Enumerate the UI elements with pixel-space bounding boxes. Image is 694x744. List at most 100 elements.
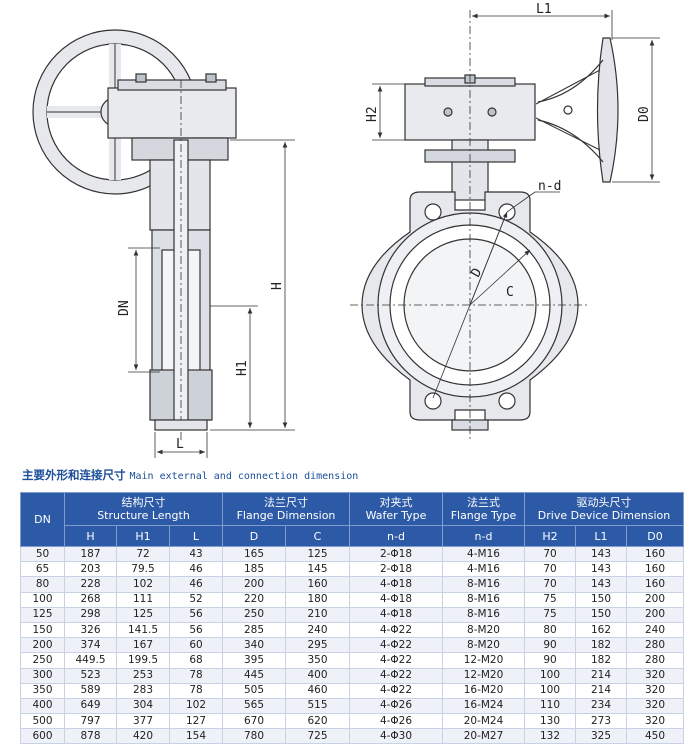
table-cell: 8-M16	[442, 606, 525, 623]
label-l: L	[176, 437, 184, 452]
table-cell: 185	[222, 561, 286, 578]
header-flange-dim-en: Flange Dimension	[236, 509, 336, 522]
valve-technical-drawing: DN H H1 L	[32, 2, 660, 458]
table-cell: 79.5	[116, 561, 170, 578]
table-cell-dn: 80	[20, 576, 65, 593]
table-cell-dn: 350	[20, 682, 65, 699]
table-cell: 505	[222, 682, 286, 699]
table-cell: 797	[64, 713, 117, 730]
table-cell: 228	[64, 576, 117, 593]
table-cell: 162	[575, 621, 627, 639]
table-cell: 445	[222, 667, 286, 684]
subheader-nd-wafer: n-d	[349, 525, 443, 547]
header-wafer-cn: 对夹式	[379, 496, 413, 509]
header-flange-type-en: Flange Type	[450, 509, 517, 522]
table-cell: 234	[575, 697, 627, 715]
table-cell: 43	[169, 545, 223, 563]
table-cell: 400	[285, 667, 350, 684]
table-cell: 16-M24	[442, 697, 525, 715]
table-cell: 8-M16	[442, 591, 525, 608]
table-cell: 145	[285, 561, 350, 578]
gearbox-side	[107, 87, 237, 139]
header-structure-cn: 结构尺寸	[121, 496, 166, 509]
table-cell: 80	[524, 621, 576, 639]
table-cell: 725	[285, 728, 350, 744]
table-cell-dn: 400	[20, 697, 65, 715]
label-nd: n-d	[538, 179, 561, 194]
table-cell: 200	[625, 606, 685, 623]
label-h: H	[270, 282, 285, 290]
label-l1: L1	[536, 2, 552, 17]
table-cell: 160	[285, 576, 350, 593]
table-cell: 620	[285, 713, 350, 730]
table-cell: 60	[169, 637, 223, 654]
table-cell: 102	[169, 697, 223, 715]
table-cell: 111	[116, 591, 170, 608]
label-h2: H2	[365, 106, 380, 122]
table-cell-dn: 200	[20, 637, 65, 654]
table-cell: 395	[222, 652, 286, 669]
table-cell: 203	[64, 561, 117, 578]
table-cell: 90	[524, 637, 576, 654]
table-cell: 4-Φ30	[349, 728, 443, 744]
table-cell: 4-Φ22	[349, 637, 443, 654]
header-wafer-en: Wafer Type	[365, 509, 427, 522]
table-cell: 304	[116, 697, 170, 715]
table-cell: 167	[116, 637, 170, 654]
label-h1: H1	[235, 360, 250, 376]
subheader-d: D	[222, 525, 286, 547]
table-cell: 4-Φ22	[349, 652, 443, 669]
table-cell: 515	[285, 697, 350, 715]
table-cell: 12-M20	[442, 667, 525, 684]
table-cell: 143	[575, 545, 627, 563]
table-cell: 160	[625, 545, 685, 563]
table-cell: 220	[222, 591, 286, 608]
table-cell: 110	[524, 697, 576, 715]
table-cell: 589	[64, 682, 117, 699]
front-view-dimensions	[350, 10, 660, 440]
table-cell: 150	[575, 591, 627, 608]
table-cell: 180	[285, 591, 350, 608]
table-cell: 240	[625, 621, 685, 639]
label-dn: DN	[117, 300, 132, 316]
table-cell: 320	[625, 667, 685, 684]
header-dn: DN	[20, 492, 65, 547]
table-cell: 449.5	[64, 652, 117, 669]
handwheel-front	[535, 37, 619, 183]
table-cell: 160	[625, 561, 685, 578]
table-cell: 70	[524, 545, 576, 563]
table-cell: 280	[625, 652, 685, 669]
table-cell-dn: 300	[20, 667, 65, 684]
table-cell: 75	[524, 591, 576, 608]
table-cell: 8-M20	[442, 621, 525, 639]
subheader-h1: H1	[116, 525, 170, 547]
table-cell: 2-Φ18	[349, 561, 443, 578]
table-cell: 298	[64, 606, 117, 623]
subheader-l: L	[169, 525, 223, 547]
table-cell: 52	[169, 591, 223, 608]
table-cell: 320	[625, 682, 685, 699]
table-cell: 20-M24	[442, 713, 525, 730]
table-cell: 102	[116, 576, 170, 593]
table-cell: 20-M27	[442, 728, 525, 744]
table-cell: 199.5	[116, 652, 170, 669]
table-cell: 200	[222, 576, 286, 593]
table-cell: 565	[222, 697, 286, 715]
table-cell: 374	[64, 637, 117, 654]
table-cell: 127	[169, 713, 223, 730]
table-cell-dn: 250	[20, 652, 65, 669]
table-cell: 878	[64, 728, 117, 744]
table-cell: 182	[575, 637, 627, 654]
table-cell: 16-M20	[442, 682, 525, 699]
table-cell: 320	[625, 713, 685, 730]
table-cell: 141.5	[116, 621, 170, 639]
table-cell: 68	[169, 652, 223, 669]
